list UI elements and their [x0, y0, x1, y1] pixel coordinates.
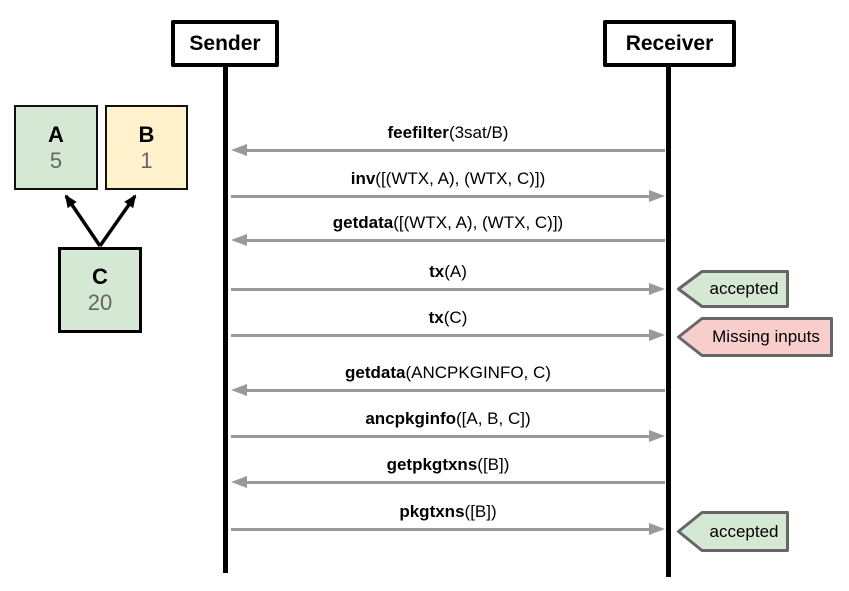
- message-arrow-right: [231, 189, 665, 203]
- participant-sender-label: Sender: [189, 31, 261, 55]
- message-getdata-wtx: getdata([(WTX, A), (WTX, C)]): [231, 212, 665, 247]
- message-args: (A): [444, 262, 467, 281]
- message-arrow-left: [231, 475, 665, 489]
- message-tx-a: tx(A): [231, 261, 665, 296]
- message-arrow-left: [231, 233, 665, 247]
- tag-polygon: [677, 511, 789, 552]
- annotation-accepted-tx-a: accepted: [677, 270, 789, 308]
- annotation-missing-inputs: Missing inputs: [677, 317, 833, 357]
- participant-receiver-label: Receiver: [625, 31, 714, 55]
- tx-node-value: 5: [49, 147, 63, 173]
- message-label: ancpkginfo([A, B, C]): [231, 408, 665, 429]
- annotation-accepted-pkgtxns: accepted: [677, 511, 789, 552]
- message-label: tx(C): [231, 307, 665, 328]
- tag-polygon: [677, 270, 789, 308]
- tag-shape: [677, 270, 789, 308]
- message-args: ([A, B, C]): [456, 409, 531, 428]
- message-label: getdata([(WTX, A), (WTX, C)]): [231, 212, 665, 233]
- message-arrow-right: [231, 282, 665, 296]
- tx-node-label: A: [48, 121, 64, 147]
- tag-polygon: [677, 317, 833, 357]
- edge-c-to-b-arrow: [98, 194, 137, 248]
- tag-shape: [677, 511, 789, 552]
- message-args: (C): [443, 308, 468, 327]
- tag-label: accepted: [709, 279, 779, 298]
- message-args: (ANCPKGINFO, C): [405, 363, 551, 382]
- message-arrow-left: [231, 383, 665, 397]
- message-feefilter: feefilter(3sat/B): [231, 122, 665, 157]
- tx-node-a: A 5: [14, 105, 98, 190]
- message-arrow-right: [231, 429, 665, 443]
- message-fn: inv: [350, 169, 376, 188]
- message-getpkgtxns: getpkgtxns([B]): [231, 454, 665, 489]
- tag-label: Missing inputs: [712, 327, 820, 346]
- message-label: inv([(WTX, A), (WTX, C)]): [231, 168, 665, 189]
- edge-c-to-a-arrow: [64, 194, 102, 247]
- message-label: tx(A): [231, 261, 665, 282]
- message-args: ([B]): [477, 455, 510, 474]
- message-tx-c: tx(C): [231, 307, 665, 342]
- message-fn: tx: [428, 308, 444, 327]
- participant-sender: Sender: [171, 20, 279, 67]
- lifeline-sender: [223, 65, 228, 573]
- message-fn: getdata: [345, 363, 406, 382]
- tx-node-label: B: [138, 121, 155, 147]
- tag-label: accepted: [709, 521, 779, 541]
- tag-shape: [677, 317, 833, 357]
- message-ancpkginfo: ancpkginfo([A, B, C]): [231, 408, 665, 443]
- message-getdata-ancpkginfo: getdata(ANCPKGINFO, C): [231, 362, 665, 397]
- message-inv: inv([(WTX, A), (WTX, C)]): [231, 168, 665, 203]
- message-arrow-left: [231, 143, 665, 157]
- message-fn: getdata: [332, 213, 394, 232]
- message-fn: tx: [429, 262, 445, 281]
- message-args: ([(WTX, A), (WTX, C)]): [375, 169, 546, 188]
- tx-node-value: 20: [87, 290, 113, 315]
- participant-receiver: Receiver: [603, 20, 736, 67]
- tx-node-label: C: [92, 264, 108, 290]
- lifeline-receiver: [666, 65, 671, 577]
- tx-node-value: 1: [140, 147, 153, 173]
- message-fn: ancpkginfo: [365, 409, 457, 428]
- dependency-edges: [64, 194, 137, 248]
- message-fn: pkgtxns: [399, 502, 465, 521]
- message-args: (3sat/B): [448, 123, 509, 142]
- tx-node-c: C 20: [58, 247, 142, 333]
- message-label: getdata(ANCPKGINFO, C): [231, 362, 665, 383]
- message-fn: feefilter: [387, 123, 449, 142]
- message-arrow-right: [231, 522, 665, 536]
- tx-node-b: B 1: [105, 105, 188, 190]
- message-args: ([B]): [464, 502, 497, 521]
- message-pkgtxns: pkgtxns([B]): [231, 501, 665, 536]
- message-label: pkgtxns([B]): [231, 501, 665, 522]
- message-fn: getpkgtxns: [386, 455, 478, 474]
- message-label: getpkgtxns([B]): [231, 454, 665, 475]
- message-label: feefilter(3sat/B): [231, 122, 665, 143]
- message-arrow-right: [231, 328, 665, 342]
- message-args: ([(WTX, A), (WTX, C)]): [393, 213, 564, 232]
